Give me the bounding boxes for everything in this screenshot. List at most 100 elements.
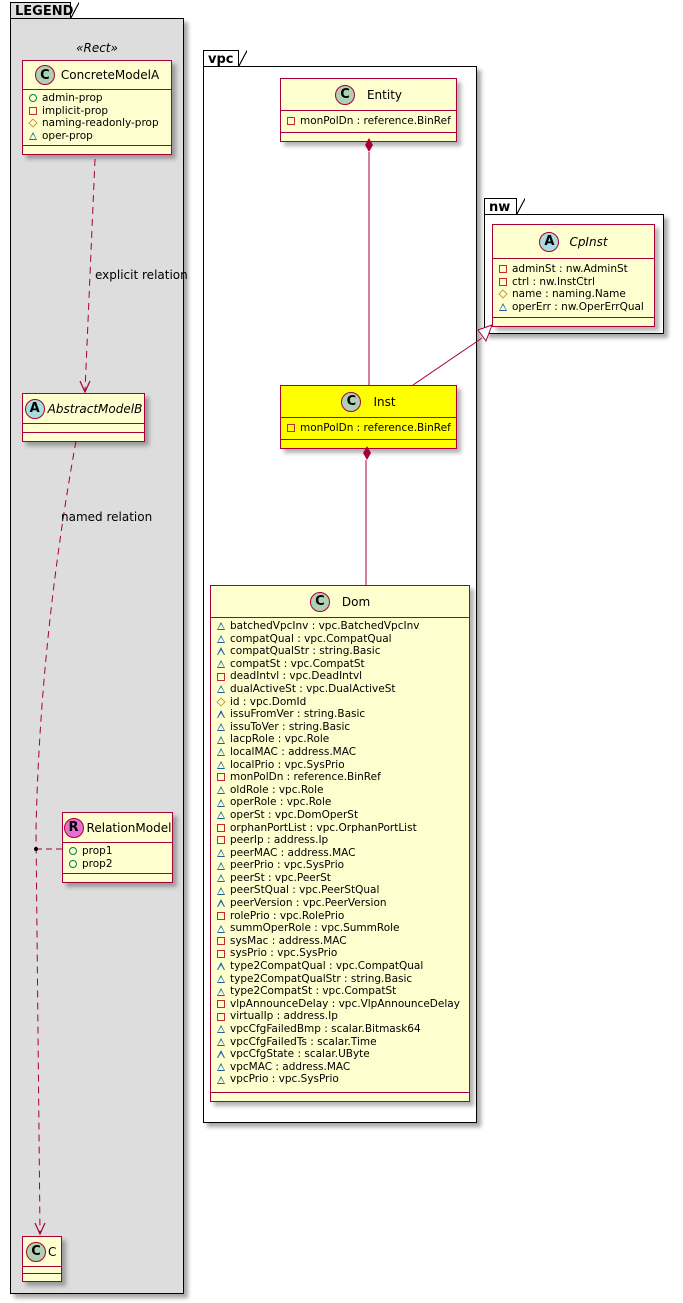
- legend-package-name: LEGEND: [15, 4, 74, 19]
- attribute-row: adminSt : nw.AdminSt: [499, 263, 654, 276]
- package-visibility-icon: [217, 848, 225, 857]
- inst-cpinst-generalization-line: [412, 337, 483, 386]
- package-visibility-icon: [217, 811, 225, 820]
- private-visibility-icon: [499, 265, 507, 274]
- class-r-icon: R: [63, 817, 84, 838]
- attribute-row: operErr : nw.OperErrQual: [499, 301, 654, 314]
- package-visibility-icon: [217, 735, 225, 744]
- private-visibility-icon: [217, 773, 225, 782]
- attribute-text: oper-prop: [42, 129, 93, 142]
- public-visibility-icon: [69, 847, 77, 856]
- named-relation-line: [35, 440, 77, 1234]
- attribute-text: orphanPortList : vpc.OrphanPortList: [230, 821, 417, 834]
- attribute-text: adminSt : nw.AdminSt: [512, 263, 628, 275]
- package-visibility-icon: [217, 1075, 225, 1084]
- attribute-text: compatQualStr : string.Basic: [230, 645, 381, 658]
- package-visibility-icon: [217, 1063, 225, 1072]
- class-c[interactable]: C C: [22, 1236, 62, 1282]
- package-visibility-icon: [217, 1050, 225, 1059]
- package-visibility-icon: [499, 303, 507, 312]
- attribute-row: naming-readonly-prop: [28, 117, 171, 130]
- package-visibility-icon: [217, 748, 225, 757]
- attribute-text: peerIp : address.Ip: [230, 834, 329, 847]
- attribute-text: monPolDn : reference.BinRef: [300, 422, 451, 434]
- attribute-text: id : vpc.DomId: [230, 695, 307, 708]
- package-visibility-icon: [217, 1025, 225, 1034]
- attribute-text: vpcPrio : vpc.SysPrio: [230, 1073, 339, 1086]
- nw-package-name: nw: [489, 200, 511, 215]
- private-visibility-icon: [217, 836, 225, 845]
- attribute-row: type2CompatSt : vpc.CompatSt: [217, 985, 469, 998]
- class-inst[interactable]: C Inst monPolDn : reference.BinRef: [280, 385, 457, 449]
- attribute-text: rolePrio : vpc.RolePrio: [230, 909, 345, 922]
- explicit-relation-label: explicit relation: [95, 268, 188, 282]
- attribute-text: oldRole : vpc.Role: [230, 783, 324, 796]
- attribute-list: monPolDn : reference.BinRef: [281, 418, 456, 440]
- attribute-text: vpcCfgState : scalar.UByte: [230, 1048, 370, 1061]
- package-visibility-icon: [217, 760, 225, 769]
- attribute-text: issuToVer : string.Basic: [230, 720, 351, 733]
- attribute-row: type2CompatQual : vpc.CompatQual: [217, 960, 469, 973]
- attribute-text: summOperRole : vpc.SummRole: [230, 922, 400, 935]
- attribute-text: sysMac : address.MAC: [230, 934, 347, 947]
- class-abstract-model-b[interactable]: A AbstractModelB: [22, 393, 145, 442]
- private-visibility-icon: [217, 949, 225, 958]
- attribute-text: dualActiveSt : vpc.DualActiveSt: [230, 682, 396, 695]
- attribute-row: peerSt : vpc.PeerSt: [217, 872, 469, 885]
- class-entity[interactable]: C Entity monPolDn : reference.BinRef: [280, 78, 457, 142]
- attribute-row: peerMAC : address.MAC: [217, 847, 469, 860]
- class-c-icon: C: [309, 591, 330, 612]
- package-visibility-icon: [29, 132, 37, 141]
- attribute-row: monPolDn : reference.BinRef: [287, 422, 456, 435]
- attribute-text: type2CompatSt : vpc.CompatSt: [230, 985, 397, 998]
- package-visibility-icon: [217, 710, 225, 719]
- private-visibility-icon: [217, 937, 225, 946]
- class-c-icon: C: [334, 84, 355, 105]
- legend-package-tab: LEGEND: [10, 2, 79, 19]
- private-visibility-icon: [217, 1000, 225, 1009]
- attribute-text: lacpRole : vpc.Role: [230, 733, 330, 746]
- attribute-row: vpcCfgFailedTs : scalar.Time: [217, 1036, 469, 1049]
- named-relation-label: named relation: [61, 510, 153, 524]
- class-name: Dom: [341, 594, 371, 609]
- attribute-text: peerStQual : vpc.PeerStQual: [230, 884, 380, 897]
- attribute-text: batchedVpcInv : vpc.BatchedVpcInv: [230, 620, 420, 632]
- attribute-row: compatQual : vpc.CompatQual: [217, 633, 469, 646]
- attribute-row: sysPrio : vpc.SysPrio: [217, 947, 469, 960]
- inst-cpinst-generalization-arrowhead: [477, 324, 493, 343]
- attribute-row: operRole : vpc.Role: [217, 796, 469, 809]
- inst-dom-composition-diamond: [363, 446, 371, 460]
- attribute-list: monPolDn : reference.BinRef: [281, 111, 456, 133]
- attribute-text: vlpAnnounceDelay : vpc.VlpAnnounceDelay: [230, 997, 460, 1010]
- package-visibility-icon: [217, 924, 225, 933]
- attribute-row: peerPrio : vpc.SysPrio: [217, 859, 469, 872]
- class-name: Inst: [373, 394, 396, 409]
- vpc-package-tab: vpc: [203, 50, 247, 67]
- attribute-text: ctrl : nw.InstCtrl: [512, 275, 595, 288]
- package-visibility-icon: [217, 974, 225, 983]
- package-visibility-icon: [217, 899, 225, 908]
- attribute-row: deadIntvl : vpc.DeadIntvl: [217, 670, 469, 683]
- named-relation-arrowhead: [34, 1222, 46, 1236]
- attribute-text: implicit-prop: [42, 104, 109, 117]
- attribute-row: issuToVer : string.Basic: [217, 721, 469, 734]
- class-c-icon: C: [34, 65, 55, 85]
- class-a-icon: A: [24, 398, 45, 419]
- attribute-row: oldRole : vpc.Role: [217, 784, 469, 797]
- attribute-row: prop2: [69, 858, 172, 871]
- attribute-text: localPrio : vpc.SysPrio: [230, 758, 345, 771]
- package-visibility-icon: [217, 886, 225, 895]
- legend-package: [10, 18, 184, 1294]
- attribute-row: localMAC : address.MAC: [217, 746, 469, 759]
- private-visibility-icon: [217, 672, 225, 681]
- attribute-row: vlpAnnounceDelay : vpc.VlpAnnounceDelay: [217, 998, 469, 1011]
- vpc-package-name: vpc: [208, 52, 234, 67]
- attribute-row: compatQualStr : string.Basic: [217, 645, 469, 658]
